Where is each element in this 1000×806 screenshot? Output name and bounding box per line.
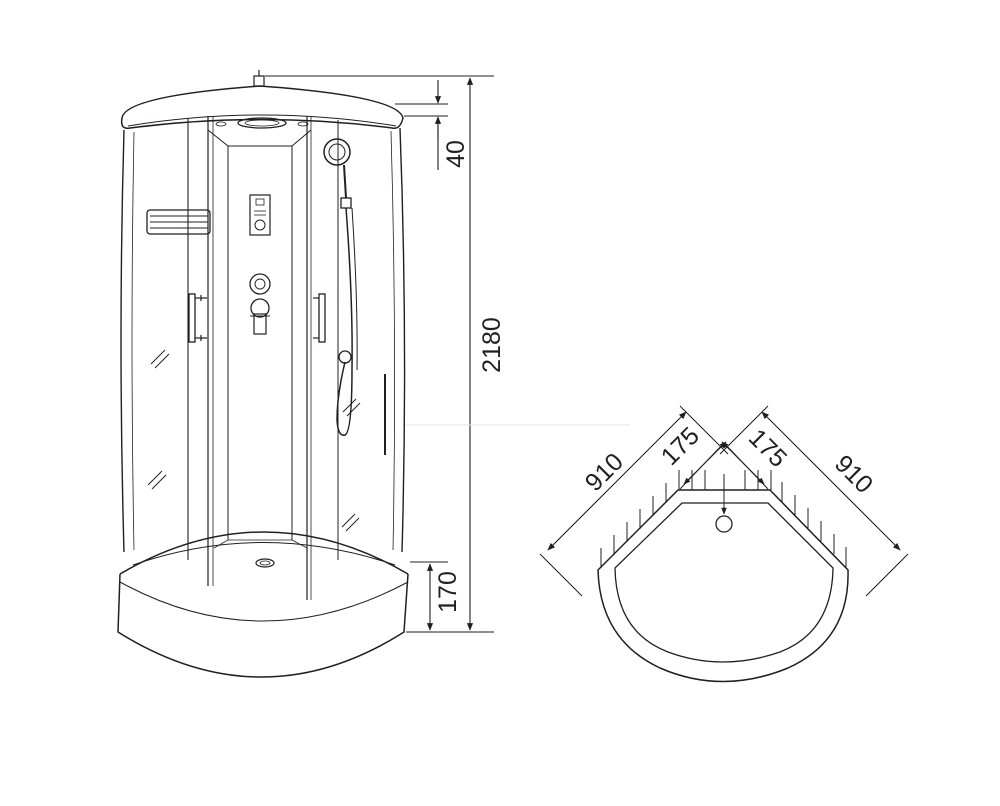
plan-drain <box>715 515 733 533</box>
dimension-plan-left-offset: 175 <box>656 422 705 471</box>
left-door-handle <box>188 293 207 343</box>
back-panel <box>207 129 312 540</box>
dimension-height-total: 2180 <box>478 317 506 373</box>
dimension-roof-height: 40 <box>442 140 470 168</box>
glass-enclosure <box>120 116 406 600</box>
dimension-plan-left-side: 910 <box>580 448 629 497</box>
mixer-valve <box>249 273 271 335</box>
tray-outline <box>597 489 849 683</box>
front-dimensions: 2180 40 170 <box>265 75 506 633</box>
overhead-shower <box>215 117 309 129</box>
dimension-tray-height: 170 <box>434 571 462 613</box>
dimension-plan-right-side: 910 <box>829 450 878 499</box>
right-door-handle <box>313 293 326 343</box>
towel-rack <box>146 209 211 235</box>
plan-view <box>597 442 849 683</box>
glass-reflections <box>147 349 361 532</box>
dimension-plan-right-offset: 175 <box>743 424 792 473</box>
control-panel <box>249 194 271 236</box>
floor-and-drain <box>132 539 396 568</box>
roof <box>120 70 404 130</box>
hand-shower <box>323 138 358 436</box>
front-view <box>117 70 409 678</box>
floor-drain <box>255 558 275 568</box>
shower-tray <box>117 531 409 678</box>
tray-basin <box>614 502 834 663</box>
roof-connector <box>253 75 265 87</box>
